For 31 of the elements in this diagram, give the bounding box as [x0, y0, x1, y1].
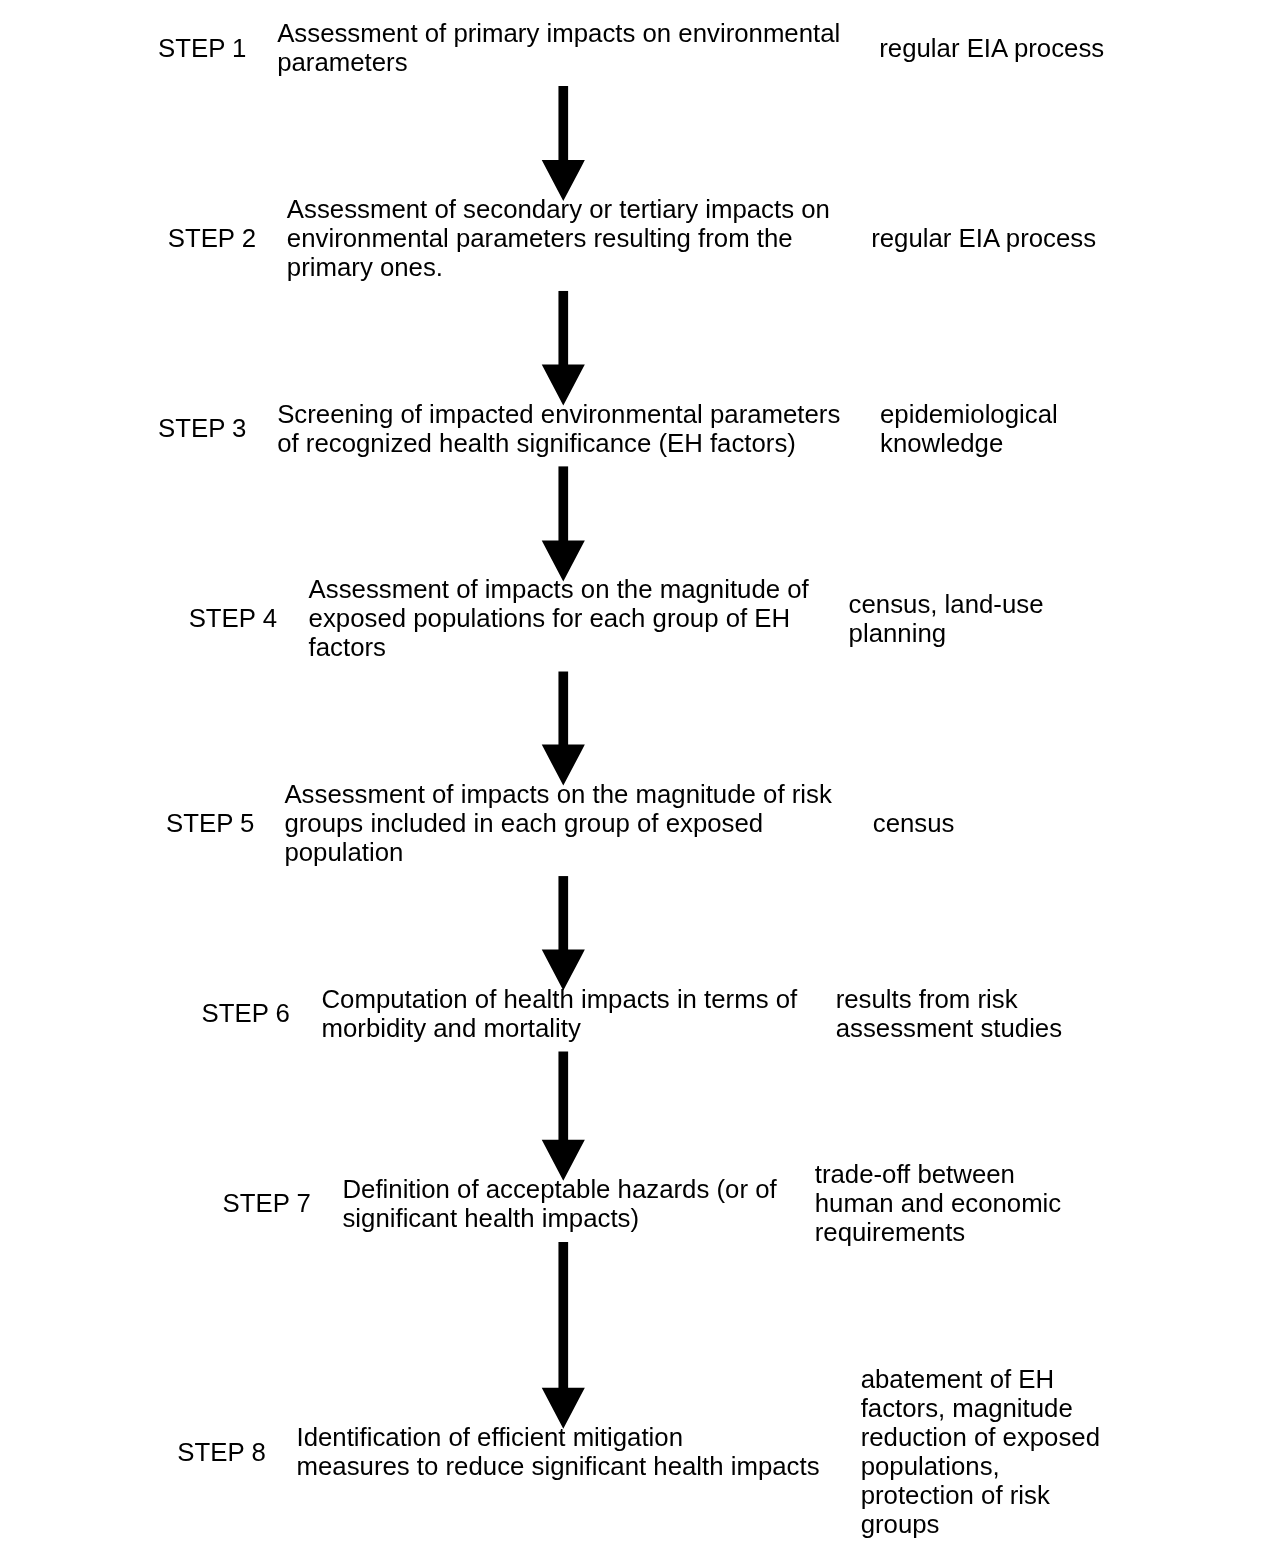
node-label: regular EIA process [871, 223, 1097, 252]
arrow [541, 876, 585, 991]
arrow [541, 466, 585, 582]
node-label: census, land-use planning [848, 589, 1044, 647]
arrow [541, 1241, 585, 1429]
node-label: STEP 2 [167, 223, 257, 252]
node-text: Screening of impacted environmental parameters of recognized health significance (EH factors) [277, 399, 841, 457]
arrow [541, 290, 585, 406]
node-label: trade-off between human and economic requirements [814, 1160, 1062, 1247]
node-text: Assessment of impacts on the magnitude of exposed populations for each group of EH factors [308, 575, 809, 662]
node-label: STEP 8 [177, 1437, 266, 1466]
node-label: abatement of EH factors, magnitude reduction of exposed populations, protection of risk groups [860, 1365, 1101, 1539]
node-text: Assessment of secondary or tertiary impacts on environmental parameters resulting from the primary ones. [286, 194, 830, 281]
node-text: Assessment of primary impacts on environmental parameters [277, 19, 841, 77]
node-text: Definition of acceptable hazards (or of significant health impacts) [342, 1174, 777, 1232]
node-text: Assessment of impacts on the magnitude of risk groups included in each group of exposed population [284, 779, 832, 866]
arrow [541, 671, 585, 786]
node-label: epidemiological knowledge [880, 399, 1058, 457]
arrow [541, 1051, 585, 1181]
node-label: STEP 1 [158, 33, 247, 62]
node-label: STEP 7 [222, 1189, 311, 1218]
node-text: Identification of efficient mitigation measures to reduce significant health impacts [296, 1423, 820, 1481]
arrow [541, 86, 585, 202]
node-label: STEP 4 [188, 604, 278, 633]
node-text: Computation of health impacts in terms of morbidity and mortality [321, 984, 798, 1042]
node-label: STEP 5 [166, 808, 255, 837]
node-label: STEP 3 [158, 414, 247, 443]
node-label: STEP 6 [201, 999, 290, 1028]
node-label: regular EIA process [879, 33, 1105, 62]
node-label: results from risk assessment studies [835, 984, 1063, 1042]
node-label: census [872, 808, 955, 837]
